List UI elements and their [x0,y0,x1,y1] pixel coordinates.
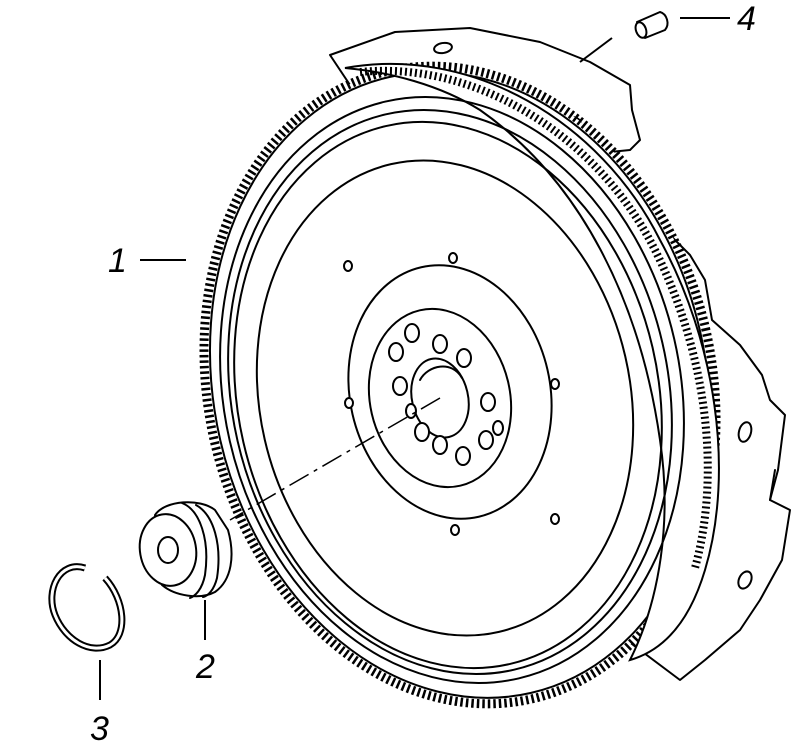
center-line [229,397,441,521]
callout-4: 4 [737,0,756,38]
clutch-mounting-holes [343,252,560,536]
dowel-pin [634,11,669,39]
pilot-bearing [138,501,233,599]
crank-bolt-holes [388,323,504,466]
ring-gear-face [344,62,720,662]
callout-2: 2 [195,648,215,686]
leader-line-4-housing [579,37,613,63]
flywheel [199,61,721,709]
snap-ring [48,563,126,652]
callout-3: 3 [90,710,109,748]
callout-1: 1 [108,242,127,280]
